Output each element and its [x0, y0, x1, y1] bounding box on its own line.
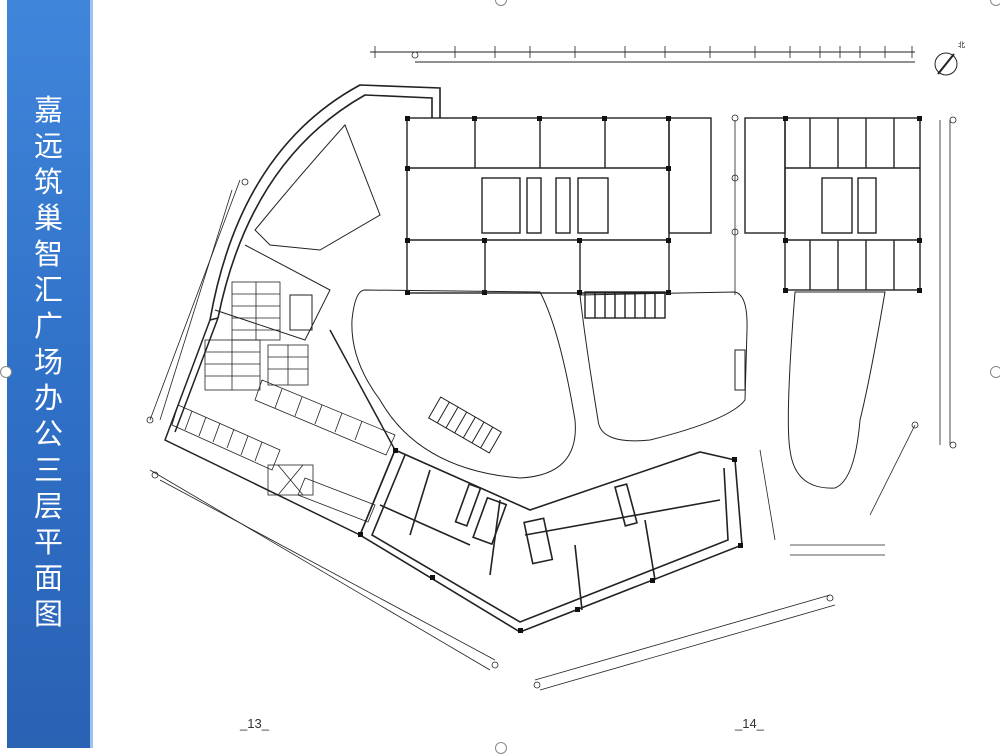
vertical-title: 嘉 远 筑 巢 智 汇 广 场 办 公 三 层 平 面 图 — [7, 92, 90, 632]
page-number-right: _14_ — [735, 716, 764, 731]
title-char: 智 — [33, 237, 63, 271]
central-courtyard — [351, 289, 748, 479]
curved-wing — [209, 84, 441, 321]
courtyard-bench — [428, 396, 502, 454]
columns-right — [783, 116, 922, 293]
title-char: 巢 — [33, 201, 63, 235]
parking-wing — [164, 317, 396, 537]
apartment-block-right — [744, 117, 921, 291]
resize-handle-left[interactable] — [0, 366, 12, 378]
north-arrow-icon — [934, 52, 958, 76]
office-wing-bottom — [358, 448, 743, 633]
columns-top — [405, 116, 671, 295]
title-char: 三 — [33, 453, 63, 487]
title-char: 筑 — [33, 165, 63, 199]
parking-spaces — [171, 281, 396, 523]
title-char: 远 — [33, 129, 63, 163]
title-char: 公 — [33, 417, 63, 451]
sidebar-edge — [90, 0, 93, 748]
title-char: 嘉 — [33, 93, 63, 127]
title-char: 汇 — [33, 273, 63, 307]
page-number-left: _13_ — [240, 716, 269, 731]
title-char: 平 — [33, 525, 63, 559]
title-char: 广 — [33, 309, 63, 343]
title-char: 层 — [33, 489, 63, 523]
office-block-top — [406, 117, 712, 319]
title-char: 面 — [33, 561, 63, 595]
top-dimension-line — [370, 46, 915, 63]
left-dimension-lines — [149, 179, 836, 691]
title-char: 办 — [33, 381, 63, 415]
resize-handle-top-right[interactable] — [990, 0, 1000, 6]
right-dimension-lines — [734, 120, 951, 556]
lobby-area — [214, 124, 381, 341]
resize-handle-right[interactable] — [990, 366, 1000, 378]
axis-markers — [146, 51, 957, 689]
floor-plan-drawing: 北 — [146, 41, 965, 691]
columns-bottom — [358, 448, 743, 633]
title-char: 场 — [33, 345, 63, 379]
north-label: 北 — [958, 41, 965, 49]
title-sidebar: 嘉 远 筑 巢 智 汇 广 场 办 公 三 层 平 面 图 — [7, 0, 90, 748]
right-garden — [787, 291, 886, 489]
title-char: 图 — [33, 597, 63, 631]
